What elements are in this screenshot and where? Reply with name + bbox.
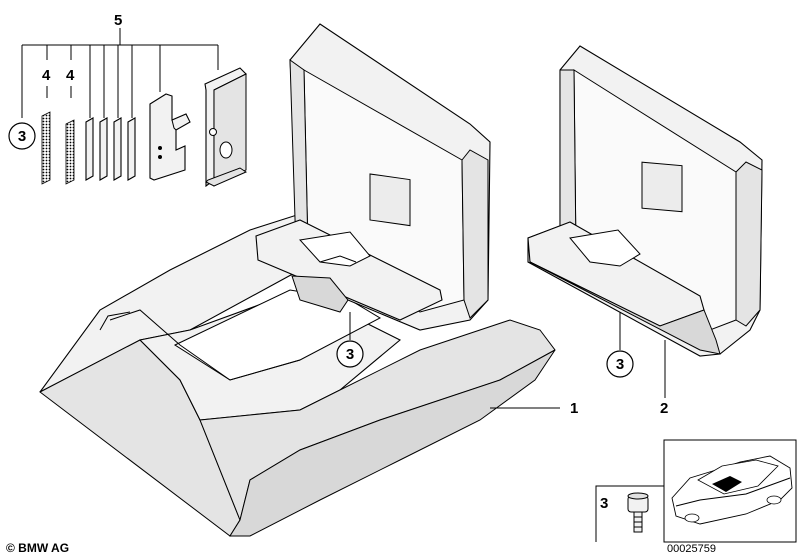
- callout-1: 1: [570, 400, 578, 417]
- armrest-console: [39, 23, 560, 537]
- armrest-cover: [527, 45, 763, 398]
- svg-text:3: 3: [346, 346, 354, 363]
- diagram-number: 00025759: [667, 543, 716, 555]
- callout-4a: 4: [42, 67, 51, 84]
- callout-3-inset: 3: [600, 495, 608, 512]
- screw-icon: [627, 492, 649, 533]
- kit-strips: [85, 117, 136, 181]
- callout-3-left: 3: [8, 122, 36, 150]
- kit-bracket-plate: [149, 93, 191, 181]
- callout-3-cover: 3: [606, 350, 634, 378]
- kit-clip: [204, 67, 248, 188]
- callout-2: 2: [660, 400, 668, 417]
- kit-bracket-lines: [21, 28, 219, 118]
- callout-4b: 4: [66, 67, 75, 84]
- insert-strip-a: [41, 111, 51, 185]
- insert-strip-b: [65, 119, 75, 185]
- svg-text:3: 3: [616, 356, 624, 373]
- callout-3-main: 3: [336, 340, 364, 368]
- callout-5: 5: [114, 12, 122, 29]
- copyright-text: © BMW AG: [6, 541, 69, 555]
- svg-text:3: 3: [18, 128, 26, 145]
- car-icon: [671, 455, 793, 525]
